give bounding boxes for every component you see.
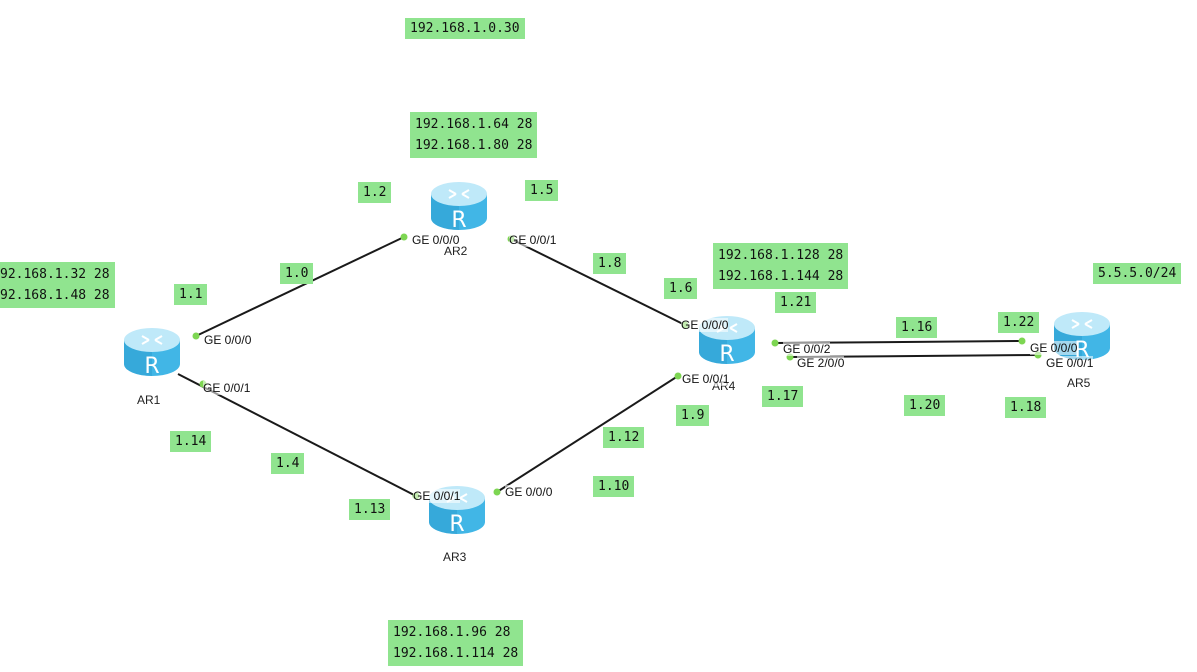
port-label-ar2-ge000: GE 0/0/0 <box>412 233 460 247</box>
net-label: 92.168.1.48 28 <box>0 288 110 303</box>
port-dot <box>771 339 779 347</box>
net-label: 92.168.1.32 28 <box>0 267 110 282</box>
ip-label: 1.21 <box>775 292 817 313</box>
router-name-ar3: AR3 <box>443 550 467 564</box>
ip-label: 1.12 <box>603 427 645 448</box>
ip-label: 1.8 <box>593 253 627 274</box>
port-dot <box>493 488 501 496</box>
router-name-ar1: AR1 <box>137 393 161 407</box>
ip-label: 1.10 <box>593 476 635 497</box>
ip-label: 1.6 <box>664 278 698 299</box>
ip-label: 1.2 <box>358 182 392 203</box>
port-label-ar4-ge200: GE 2/0/0 <box>797 356 845 370</box>
ip-label: 1.14 <box>170 431 212 452</box>
net-label: 192.168.1.96 28 <box>393 625 511 640</box>
net-label-group: 192.168.1.128 28 192.168.1.144 28 <box>713 243 849 289</box>
link-ar2-ar4[interactable] <box>510 238 686 326</box>
port-label-ar2-ge001: GE 0/0/1 <box>509 233 557 247</box>
port-dot <box>1018 337 1026 345</box>
ip-label: 1.20 <box>904 395 946 416</box>
ip-label: 1.13 <box>349 499 391 520</box>
net-label: 192.168.1.64 28 <box>415 117 533 132</box>
router-name-ar5: AR5 <box>1067 376 1091 390</box>
ip-label: 1.1 <box>174 284 208 305</box>
router-glyph: R <box>144 354 159 379</box>
ip-label: 1.5 <box>525 180 559 201</box>
ip-label: 1.4 <box>271 453 305 474</box>
ip-label: 1.22 <box>998 312 1040 333</box>
ip-label: 1.9 <box>676 405 710 426</box>
router-icon[interactable]: R <box>429 180 489 234</box>
router-icon[interactable]: R <box>1052 310 1112 364</box>
port-label-ar1-ge001: GE 0/0/1 <box>203 381 251 395</box>
net-label: 192.168.1.80 28 <box>415 138 533 153</box>
net-label: 5.5.5.0/24 <box>1093 263 1182 284</box>
ip-label: 1.0 <box>280 263 314 284</box>
router-glyph: R <box>449 512 464 537</box>
net-label-group: 192.168.1.96 28 192.168.1.114 28 <box>388 620 524 666</box>
port-label-ar3-ge001: GE 0/0/1 <box>413 489 461 503</box>
router-icon[interactable]: R <box>122 326 182 380</box>
router-glyph: R <box>719 342 734 367</box>
ip-label: 1.18 <box>1005 397 1047 418</box>
port-dot <box>192 332 200 340</box>
ip-label: 1.17 <box>762 386 804 407</box>
port-label-ar1-ge000: GE 0/0/0 <box>204 333 252 347</box>
port-label-ar4-ge001: GE 0/0/1 <box>682 372 730 386</box>
port-label-ar5-ge001: GE 0/0/1 <box>1046 356 1094 370</box>
net-label-group: 92.168.1.32 28 92.168.1.48 28 <box>0 262 115 308</box>
port-dot <box>400 233 408 241</box>
port-label-ar4-ge000: GE 0/0/0 <box>681 318 729 332</box>
net-label: 192.168.1.128 28 <box>718 248 844 263</box>
port-dot <box>674 372 682 380</box>
ip-label: 1.16 <box>896 317 938 338</box>
port-label-ar3-ge000: GE 0/0/0 <box>505 485 553 499</box>
port-label-ar4-ge002: GE 0/0/2 <box>783 342 831 356</box>
router-glyph: R <box>451 208 466 233</box>
net-label: 192.168.1.144 28 <box>718 269 844 284</box>
router-name-ar2: AR2 <box>444 244 468 258</box>
net-label-group: 192.168.1.64 28 192.168.1.80 28 <box>410 112 538 158</box>
net-label: 192.168.1.114 28 <box>393 646 519 661</box>
link-ar1-ar2[interactable] <box>195 236 405 337</box>
net-label: 192.168.1.0.30 <box>405 18 525 39</box>
port-label-ar5-ge000: GE 0/0/0 <box>1030 341 1078 355</box>
link-ar3-ar4[interactable] <box>496 375 679 493</box>
